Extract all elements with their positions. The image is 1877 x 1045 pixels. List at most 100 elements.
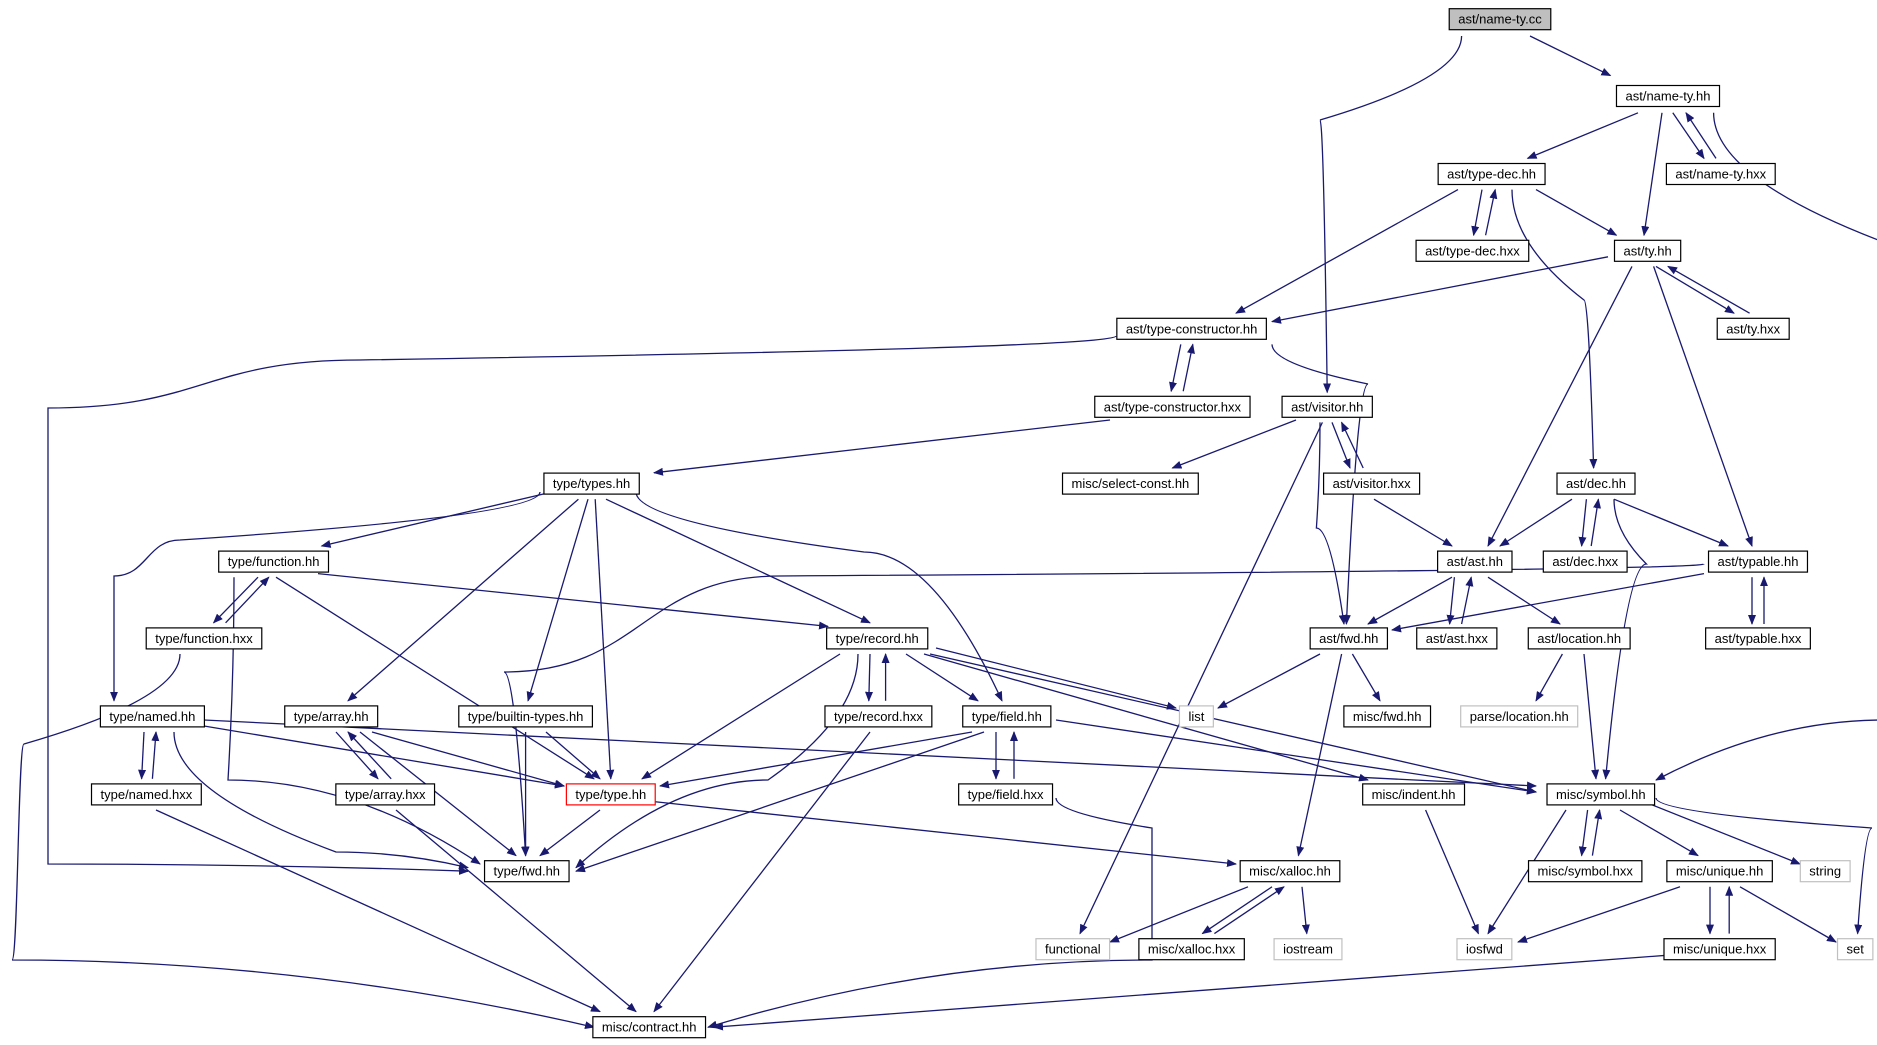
node-box[interactable] bbox=[1309, 627, 1389, 650]
node-box[interactable] bbox=[1116, 317, 1267, 340]
node-box[interactable] bbox=[1456, 938, 1513, 961]
node-box[interactable] bbox=[1527, 627, 1631, 650]
node-array-hxx[interactable]: type/array.hxx bbox=[335, 783, 436, 806]
node-box[interactable] bbox=[1035, 938, 1111, 961]
node-box[interactable] bbox=[962, 705, 1052, 728]
node-type-type[interactable]: type/type.hh bbox=[565, 783, 656, 806]
node-box[interactable] bbox=[1448, 8, 1552, 31]
node-string[interactable]: string bbox=[1799, 860, 1851, 883]
node-unique-hh[interactable]: misc/unique.hh bbox=[1666, 860, 1773, 883]
node-dec-hh[interactable]: ast/dec.hh bbox=[1556, 472, 1636, 495]
node-function-hh[interactable]: type/function.hh bbox=[218, 550, 330, 573]
node-box[interactable] bbox=[284, 705, 379, 728]
node-box[interactable] bbox=[1415, 239, 1530, 262]
node-type-dec-hh[interactable]: ast/type-dec.hh bbox=[1437, 162, 1546, 186]
node-misc-indent[interactable]: misc/indent.hh bbox=[1362, 783, 1466, 806]
node-name-ty-hxx[interactable]: ast/name-ty.hxx bbox=[1665, 162, 1776, 186]
node-tc-hxx[interactable]: ast/type-constructor.hxx bbox=[1094, 395, 1251, 418]
node-box[interactable] bbox=[824, 705, 933, 728]
node-box[interactable] bbox=[90, 783, 202, 806]
node-list[interactable]: list bbox=[1178, 705, 1214, 728]
node-box[interactable] bbox=[1281, 395, 1373, 418]
node-box[interactable] bbox=[458, 705, 594, 728]
node-box[interactable] bbox=[99, 705, 206, 728]
node-box[interactable] bbox=[1546, 783, 1656, 806]
node-box[interactable] bbox=[1663, 938, 1776, 961]
node-set-a[interactable]: set bbox=[1836, 938, 1874, 961]
node-dec-hxx[interactable]: ast/dec.hxx bbox=[1542, 550, 1628, 573]
node-type-dec-hxx[interactable]: ast/type-dec.hxx bbox=[1415, 239, 1530, 262]
node-ty-hh[interactable]: ast/ty.hh bbox=[1613, 239, 1682, 262]
node-box[interactable] bbox=[1437, 550, 1513, 573]
node-box[interactable] bbox=[1362, 783, 1466, 806]
node-contract[interactable]: misc/contract.hh bbox=[592, 1016, 707, 1039]
node-box[interactable] bbox=[1437, 162, 1546, 186]
node-box[interactable] bbox=[1322, 472, 1421, 495]
node-box[interactable] bbox=[1556, 472, 1636, 495]
node-box[interactable] bbox=[826, 627, 929, 650]
node-types-hh[interactable]: type/types.hh bbox=[543, 472, 640, 495]
node-box[interactable] bbox=[483, 860, 570, 883]
node-box[interactable] bbox=[1615, 84, 1721, 108]
node-ast-hh[interactable]: ast/ast.hh bbox=[1437, 550, 1513, 573]
node-box[interactable] bbox=[1178, 705, 1214, 728]
node-box[interactable] bbox=[1613, 239, 1682, 262]
node-type-fwd[interactable]: type/fwd.hh bbox=[483, 860, 570, 883]
node-box[interactable] bbox=[1527, 860, 1643, 883]
node-box[interactable] bbox=[592, 1016, 707, 1039]
node-xalloc-hh[interactable]: misc/xalloc.hh bbox=[1239, 860, 1341, 883]
node-visitor-hxx[interactable]: ast/visitor.hxx bbox=[1322, 472, 1421, 495]
node-named-hxx[interactable]: type/named.hxx bbox=[90, 783, 202, 806]
node-box[interactable] bbox=[1343, 705, 1432, 728]
node-box[interactable] bbox=[218, 550, 330, 573]
node-box[interactable] bbox=[1273, 938, 1343, 961]
node-ty-hxx[interactable]: ast/ty.hxx bbox=[1716, 317, 1790, 340]
node-box[interactable] bbox=[1094, 395, 1251, 418]
node-box[interactable] bbox=[1666, 860, 1773, 883]
node-box[interactable] bbox=[1239, 860, 1341, 883]
node-select-const[interactable]: misc/select-const.hh bbox=[1061, 472, 1199, 495]
node-misc-fwd[interactable]: misc/fwd.hh bbox=[1343, 705, 1432, 728]
node-box[interactable] bbox=[1416, 627, 1498, 650]
node-box[interactable] bbox=[1707, 550, 1809, 573]
node-fwd-ast[interactable]: ast/fwd.hh bbox=[1309, 627, 1389, 650]
node-box[interactable] bbox=[1799, 860, 1851, 883]
node-symbol-hxx[interactable]: misc/symbol.hxx bbox=[1527, 860, 1643, 883]
node-symbol-hh[interactable]: misc/symbol.hh bbox=[1546, 783, 1656, 806]
node-box[interactable] bbox=[543, 472, 640, 495]
node-tc-hh[interactable]: ast/type-constructor.hh bbox=[1116, 317, 1267, 340]
node-location-hh[interactable]: ast/location.hh bbox=[1527, 627, 1631, 650]
node-array-hh[interactable]: type/array.hh bbox=[284, 705, 379, 728]
node-named-hh[interactable]: type/named.hh bbox=[99, 705, 206, 728]
node-visitor-hh[interactable]: ast/visitor.hh bbox=[1281, 395, 1373, 418]
node-record-hxx[interactable]: type/record.hxx bbox=[824, 705, 933, 728]
node-box[interactable] bbox=[335, 783, 436, 806]
node-iostream[interactable]: iostream bbox=[1273, 938, 1343, 961]
node-typable-hxx[interactable]: ast/typable.hxx bbox=[1705, 627, 1811, 650]
node-root[interactable]: ast/name-ty.cc bbox=[1448, 8, 1552, 31]
node-box[interactable] bbox=[565, 783, 656, 806]
node-builtin[interactable]: type/builtin-types.hh bbox=[458, 705, 594, 728]
node-box[interactable] bbox=[1836, 938, 1874, 961]
node-box[interactable] bbox=[145, 627, 263, 650]
node-record-hh[interactable]: type/record.hh bbox=[826, 627, 929, 650]
node-xalloc-hxx[interactable]: misc/xalloc.hxx bbox=[1138, 938, 1245, 961]
node-box[interactable] bbox=[1705, 627, 1811, 650]
node-box[interactable] bbox=[1061, 472, 1199, 495]
node-ast-hxx[interactable]: ast/ast.hxx bbox=[1416, 627, 1498, 650]
node-box[interactable] bbox=[1542, 550, 1628, 573]
node-box[interactable] bbox=[1716, 317, 1790, 340]
node-field-hxx[interactable]: type/field.hxx bbox=[958, 783, 1054, 806]
node-box[interactable] bbox=[1460, 705, 1579, 728]
node-box[interactable] bbox=[958, 783, 1054, 806]
node-box[interactable] bbox=[1138, 938, 1245, 961]
node-box[interactable] bbox=[1665, 162, 1776, 186]
node-unique-hxx[interactable]: misc/unique.hxx bbox=[1663, 938, 1776, 961]
node-name-ty-hh[interactable]: ast/name-ty.hh bbox=[1615, 84, 1721, 108]
node-parse-loc[interactable]: parse/location.hh bbox=[1460, 705, 1579, 728]
node-typable-hh[interactable]: ast/typable.hh bbox=[1707, 550, 1809, 573]
node-function-hxx[interactable]: type/function.hxx bbox=[145, 627, 263, 650]
node-functional[interactable]: functional bbox=[1035, 938, 1111, 961]
node-field-hh[interactable]: type/field.hh bbox=[962, 705, 1052, 728]
node-iosfwd[interactable]: iosfwd bbox=[1456, 938, 1513, 961]
